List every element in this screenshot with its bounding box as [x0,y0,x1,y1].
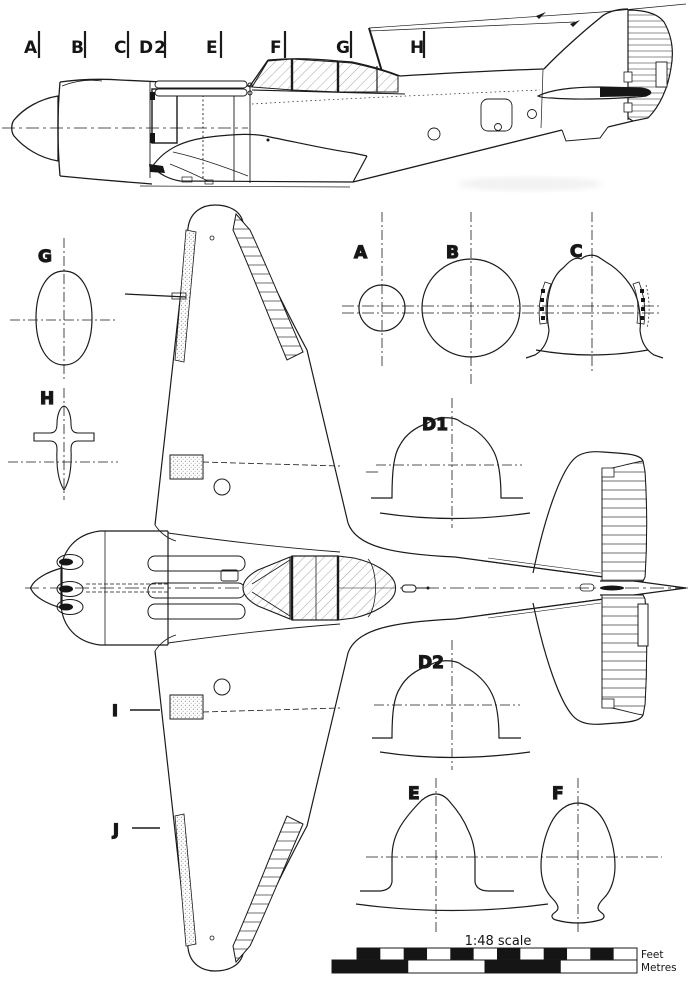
gun-slot-3 [147,603,246,620]
station-markers: A B C D2 E F G H [24,38,425,58]
tailplane-side [536,86,652,100]
exhaust-panel [151,88,178,144]
slat-port [174,813,197,947]
metres-unit-label: Metres [641,962,677,974]
section-f: F [366,778,662,932]
gun-slot-1 [147,555,246,572]
elevator-trim-tab [637,603,649,647]
section-f-label: F [552,784,564,804]
station-label-g: G [336,38,351,58]
elevator-starboard [601,460,647,582]
tailplane-plan [532,451,649,725]
rudder-trim-tab [655,61,668,88]
station-label-f: F [270,38,283,58]
spinner-plan [29,567,63,609]
section-d1: D1 [366,398,531,528]
gun-trough-upper [154,80,248,89]
callout-j-label: J [112,820,119,839]
station-label-b: B [71,38,85,58]
sliding-canopy-glass [291,58,339,93]
station-label-e: E [206,38,219,58]
slat-starboard [174,229,197,363]
scale-title: 1:48 scale [465,934,532,949]
side-view: A B C D2 E F G H [2,3,687,191]
rear-canopy-glass [337,61,399,93]
spinner-side [11,95,59,162]
wing-starboard-plan [124,204,456,558]
wing-side [139,133,368,188]
access-panel [480,98,513,132]
scan-smudge [458,177,602,191]
section-d2: D2 [372,640,531,770]
wing-port-plan [154,618,456,972]
aileron-starboard [232,212,304,361]
wing-panel-starboard [169,454,204,480]
section-g: G [10,238,118,380]
callout-i-label: I [112,701,118,720]
plan-callouts: I J [111,700,160,840]
sliding-canopy-plan [291,555,339,621]
plan-view: I J [25,204,688,972]
section-b: B [421,212,521,386]
section-e-label: E [408,784,420,804]
station-ticks [37,31,426,58]
aileron-port [232,815,304,964]
station-label-d2: D2 [139,38,167,58]
station-label-a: A [24,38,38,58]
section-c-label: C [570,242,582,262]
section-d1-label: D1 [422,415,448,435]
fuselage-side-outline [11,8,634,185]
rear-fuselage-details [251,89,541,141]
windscreen-plan [242,556,291,620]
section-e: E [355,778,549,934]
section-g-label: G [38,247,52,267]
metres-scale [331,959,638,974]
wing-panel-port [169,694,204,720]
station-label-c: C [114,38,127,58]
station-label-h: H [410,38,425,58]
section-a-label: A [354,243,368,263]
section-a: A [353,212,406,366]
feet-scale [356,947,638,961]
section-b-label: B [446,243,459,263]
cowling-details [2,80,253,183]
section-d2-label: D2 [418,653,444,673]
pitot-tube [124,293,187,298]
section-c: C [525,212,664,372]
section-h-label: H [40,389,54,409]
scale-bar: 1:48 scale Feet Metres [331,934,677,974]
antenna-mast-plan [401,584,417,593]
cross-sections: G H A B C [8,212,664,934]
feet-unit-label: Feet [641,949,664,961]
gun-trough-lower [154,88,248,97]
gun-slot-2 [147,582,246,599]
section-h: H [8,388,118,500]
canopy-plan [242,555,430,621]
canopy-side [251,58,406,95]
